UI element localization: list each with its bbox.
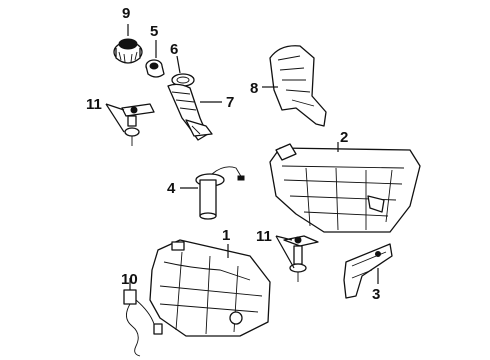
- part-4-fuel-pump: [195, 166, 245, 220]
- part-2-tank-protector: [269, 143, 421, 233]
- leader-6: [176, 55, 181, 74]
- part-7-filler-neck: [167, 83, 213, 141]
- part-9-fuel-cap: [113, 38, 143, 64]
- part-11-sender-lower: [283, 235, 319, 282]
- callout-4: 4: [167, 180, 176, 197]
- part-5-filler-ring: [145, 59, 165, 78]
- callout-7: 7: [226, 94, 234, 111]
- callout-11-upper: 11: [86, 96, 102, 113]
- callout-1: 1: [222, 227, 230, 244]
- callout-5: 5: [150, 23, 158, 40]
- part-3-bracket: [343, 243, 393, 299]
- leader-11b-2: [275, 235, 295, 269]
- callout-10: 10: [121, 271, 138, 288]
- leader-11a-1: [105, 103, 125, 111]
- part-11-sender-upper: [121, 103, 155, 146]
- callout-3: 3: [372, 286, 380, 303]
- callout-8: 8: [250, 80, 258, 97]
- callout-6: 6: [170, 41, 178, 58]
- leader-11b-1: [275, 235, 293, 241]
- part-8-heat-shield: [269, 45, 327, 127]
- leader-11a-2: [105, 103, 125, 133]
- callout-2: 2: [340, 129, 348, 146]
- callout-9: 9: [122, 5, 130, 22]
- callout-11-lower: 11: [256, 228, 272, 245]
- part-1-fuel-tank: [149, 239, 271, 337]
